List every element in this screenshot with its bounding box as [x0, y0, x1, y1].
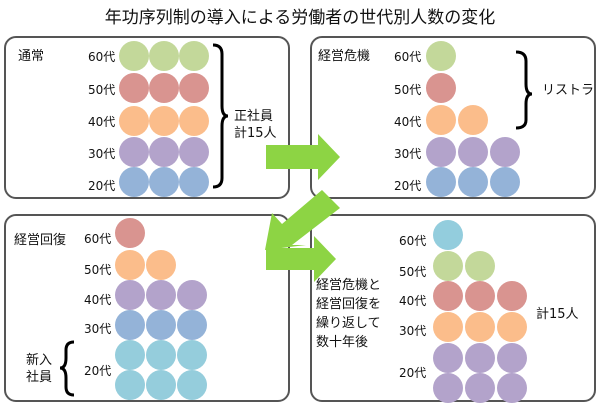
person-dot-decades-1-0: [433, 251, 463, 281]
person-dot-recovery-4-3: [115, 370, 145, 400]
panel-normal-age-40: 40代: [88, 115, 116, 129]
panel-decades-age-60: 60代: [399, 234, 427, 248]
person-dot-normal-0-2: [179, 41, 209, 71]
arrow-normal-to-crisis: [266, 134, 340, 180]
person-dot-crisis-4-0: [426, 167, 456, 197]
person-dot-normal-0-0: [119, 41, 149, 71]
person-dot-crisis-2-1: [458, 105, 488, 135]
person-dot-recovery-2-1: [146, 280, 176, 310]
panel-recovery-age-40: 40代: [84, 293, 112, 307]
person-dot-crisis-3-2: [490, 137, 520, 167]
person-dot-normal-2-0: [119, 106, 149, 136]
panel-recovery-age-60: 60代: [84, 232, 112, 246]
person-dot-recovery-3-1: [146, 310, 176, 340]
panel-recovery: 経営回復 60代 50代 40代 30代 20代 新入 社員: [4, 214, 290, 402]
person-dot-decades-3-1: [465, 312, 495, 342]
panel-crisis-age-60: 60代: [394, 50, 422, 64]
person-dot-decades-4-5: [497, 373, 527, 403]
person-dot-decades-4-0: [433, 343, 463, 373]
panel-crisis-age-30: 30代: [394, 147, 422, 161]
person-dot-decades-4-2: [497, 343, 527, 373]
panel-crisis-age-20: 20代: [394, 179, 422, 193]
panel-recovery-age-30: 30代: [84, 322, 112, 336]
panel-recovery-age-20: 20代: [84, 364, 112, 378]
person-dot-decades-3-0: [433, 312, 463, 342]
person-dot-decades-3-2: [497, 312, 527, 342]
bracket-new-hires: [59, 340, 75, 397]
panel-decades-age-40: 40代: [399, 294, 427, 308]
arrow-crisis-to-recovery: [265, 190, 340, 250]
panel-recovery-title: 経営回復: [14, 233, 67, 248]
person-dot-crisis-3-0: [426, 137, 456, 167]
panel-crisis-age-50: 50代: [394, 83, 422, 97]
person-dot-crisis-4-1: [458, 167, 488, 197]
panel-normal-age-30: 30代: [88, 147, 116, 161]
person-dot-normal-2-2: [179, 106, 209, 136]
person-dot-crisis-2-0: [426, 105, 456, 135]
person-dot-normal-2-1: [149, 106, 179, 136]
person-dot-normal-3-1: [149, 137, 179, 167]
person-dot-recovery-4-4: [146, 370, 176, 400]
panel-normal-note-line1: 正社員: [234, 109, 274, 124]
panel-recovery-note-line1: 新入: [26, 353, 53, 368]
person-dot-crisis-0-0: [426, 41, 456, 71]
person-dot-crisis-4-2: [490, 167, 520, 197]
panel-decades-desc-line4: 数十年後: [316, 335, 369, 350]
person-dot-decades-4-3: [433, 373, 463, 403]
panel-decades-age-50: 50代: [399, 265, 427, 279]
person-dot-recovery-4-2: [177, 340, 207, 370]
panel-decades-age-20: 20代: [399, 366, 427, 380]
person-dot-recovery-3-0: [115, 310, 145, 340]
panel-crisis-note: リストラ: [542, 83, 595, 98]
person-dot-decades-2-0: [433, 281, 463, 311]
person-dot-normal-3-2: [179, 137, 209, 167]
panel-decades-note: 計15人: [536, 307, 579, 322]
panel-crisis-title: 経営危機: [318, 49, 371, 64]
panel-normal-age-50: 50代: [88, 83, 116, 97]
diagram-title: 年功序列制の導入による労働者の世代別人数の変化: [104, 8, 496, 28]
panel-decades-age-30: 30代: [399, 324, 427, 338]
panel-normal-age-60: 60代: [88, 50, 116, 64]
panel-normal-title: 通常: [18, 49, 45, 64]
person-dot-decades-4-1: [465, 343, 495, 373]
person-dot-recovery-1-1: [146, 250, 176, 280]
panel-crisis-age-40: 40代: [394, 115, 422, 129]
bracket-restructuring: [515, 50, 533, 130]
person-dot-decades-2-2: [497, 281, 527, 311]
panel-recovery-age-50: 50代: [84, 263, 112, 277]
person-dot-decades-0-0: [433, 220, 463, 250]
person-dot-normal-0-1: [149, 41, 179, 71]
person-dot-normal-4-1: [149, 167, 179, 197]
arrow-recovery-to-decades: [266, 236, 336, 282]
person-dot-normal-4-0: [119, 167, 149, 197]
panel-decades-desc-line2: 経営回復を: [316, 297, 382, 312]
person-dot-recovery-0-0: [115, 218, 145, 248]
person-dot-crisis-3-1: [458, 137, 488, 167]
bracket-staff-total: [212, 43, 229, 189]
person-dot-recovery-2-2: [177, 280, 207, 310]
person-dot-recovery-1-0: [115, 250, 145, 280]
person-dot-recovery-4-1: [146, 340, 176, 370]
person-dot-normal-4-2: [179, 167, 209, 197]
person-dot-recovery-4-0: [115, 340, 145, 370]
person-dot-decades-4-4: [465, 373, 495, 403]
panel-decades-desc-line3: 繰り返して: [316, 316, 381, 331]
person-dot-recovery-2-0: [115, 280, 145, 310]
person-dot-normal-1-1: [149, 73, 179, 103]
person-dot-crisis-1-0: [426, 73, 456, 103]
panel-normal-age-20: 20代: [88, 179, 116, 193]
person-dot-recovery-4-5: [177, 370, 207, 400]
person-dot-normal-3-0: [119, 137, 149, 167]
person-dot-decades-1-1: [465, 251, 495, 281]
panel-decades-desc-line1: 経営危機と: [316, 278, 382, 293]
panel-normal-note-line2: 計15人: [234, 126, 277, 141]
person-dot-normal-1-2: [179, 73, 209, 103]
person-dot-decades-2-1: [465, 281, 495, 311]
panel-recovery-note-line2: 社員: [26, 370, 53, 385]
person-dot-recovery-3-2: [177, 310, 207, 340]
person-dot-normal-1-0: [119, 73, 149, 103]
